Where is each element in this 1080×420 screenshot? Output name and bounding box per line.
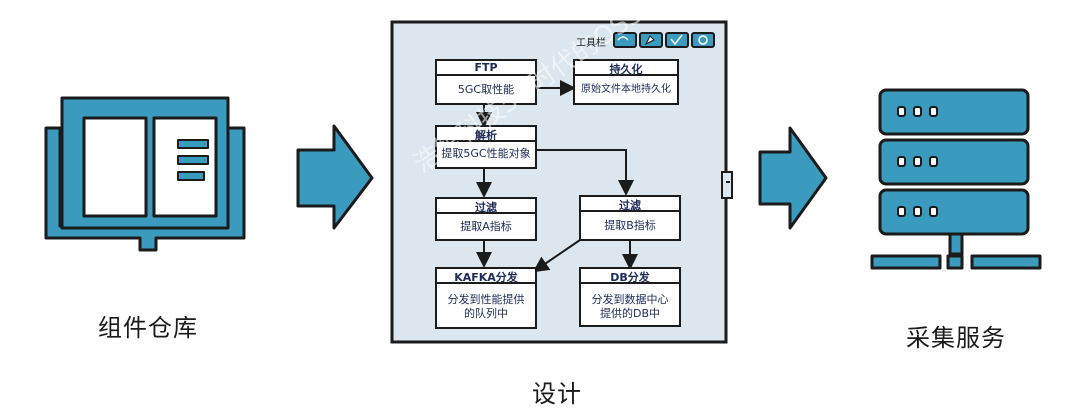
- node-parse-box: [435, 125, 537, 169]
- toolbar-undo-icon: [613, 32, 637, 48]
- node-filter-a-body: 提取A指标: [460, 220, 512, 233]
- node-db-title: DB分发: [610, 271, 650, 284]
- node-filter-a-box: [435, 197, 537, 241]
- node-db-box: [579, 267, 681, 327]
- flow-arrow-right-icon: [758, 126, 828, 230]
- node-persist-box: [573, 59, 679, 105]
- toolbar-check-icon: [665, 32, 689, 48]
- node-persist-body: 原始文件本地持久化: [581, 84, 671, 95]
- toolbar-label: 工具栏: [576, 38, 606, 49]
- node-ftp-box: [435, 59, 537, 105]
- server-stack-icon: [870, 88, 1042, 270]
- node-parse-title: 解析: [475, 129, 497, 142]
- toolbar-refresh-icon: [691, 32, 715, 48]
- node-persist-title: 持久化: [609, 63, 643, 76]
- node-filter-b-body: 提取B指标: [604, 219, 656, 232]
- node-parse-body: 提取5GC性能对象: [441, 147, 531, 160]
- node-filter-a-title: 过滤: [475, 201, 497, 214]
- node-ftp-title: FTP: [474, 61, 498, 74]
- node-kafka-body-line2: 的队列中: [464, 307, 508, 320]
- caption-component-repo: 组件仓库: [98, 314, 198, 342]
- node-db-body-line1: 分发到数据中心: [591, 293, 669, 306]
- node-filter-b-title: 过滤: [619, 199, 641, 212]
- node-kafka-body-line1: 分发到性能提供: [447, 293, 525, 306]
- node-kafka-title: KAFKA分发: [454, 271, 518, 284]
- toolbar-icons: [613, 32, 715, 48]
- node-db-body-line2: 提供的DB中: [599, 307, 661, 320]
- node-kafka-box: [435, 267, 537, 329]
- caption-collection-service: 采集服务: [906, 324, 1006, 352]
- node-filter-b-box: [579, 195, 681, 241]
- flow-arrow-left-icon: [296, 124, 374, 230]
- component-repo-book-icon: [44, 96, 246, 252]
- caption-design: 设计: [532, 380, 582, 408]
- flow-connectors: [476, 80, 638, 273]
- node-boxes: [435, 59, 681, 329]
- node-ftp-body: 5GC取性能: [457, 83, 515, 96]
